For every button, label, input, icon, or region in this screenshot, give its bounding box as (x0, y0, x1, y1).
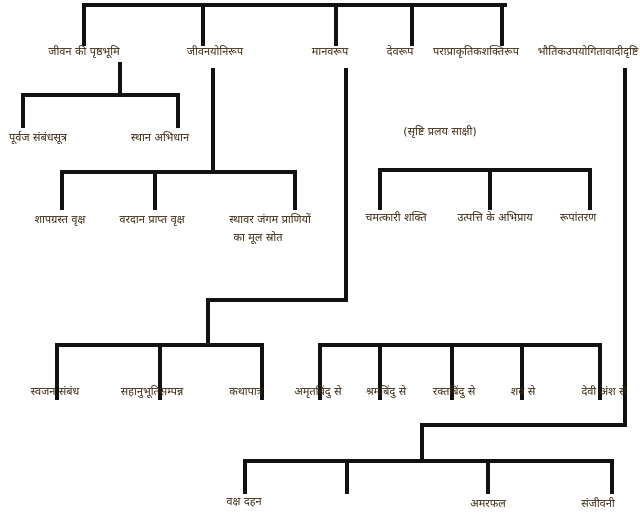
connector-line (118, 62, 122, 97)
node-shav: शव से (510, 385, 536, 398)
connector-line (60, 170, 64, 210)
connector-line (344, 68, 348, 302)
connector-line (153, 170, 157, 210)
connector-line (420, 423, 627, 427)
node-sthan: स्थान अभिधान (130, 131, 190, 144)
connector-line (588, 168, 592, 210)
connector-line (201, 3, 205, 46)
connector-line (206, 298, 348, 302)
connector-line (410, 3, 414, 46)
connector-line (293, 170, 297, 210)
connector-line (82, 3, 86, 46)
connector-line (60, 170, 297, 174)
connector-line (450, 343, 454, 400)
connector-line (420, 423, 424, 463)
node-chamatkari: चमत्कारी शक्ति (365, 211, 427, 224)
node-jeevanyoniroop: जीवनयोनिरूप (186, 45, 244, 58)
node-sthavar-line2: का मूल स्रोत (233, 231, 283, 244)
connector-line (318, 343, 322, 400)
connector-line (206, 298, 210, 347)
node-kathapatra: कथापात्र (229, 385, 263, 398)
node-shrambindu: श्रमबिंदु से (365, 385, 407, 398)
connector-line (55, 343, 59, 400)
node-purvaj: पूर्वज संबंधसूत्र (8, 131, 68, 144)
node-rupantaran: रूपांतरण (559, 211, 597, 224)
node-devi-ansh: देवी अंश से (581, 385, 627, 398)
node-amritbindu: अमृतबिंदु से (294, 385, 342, 398)
connector-line (378, 343, 382, 400)
node-utpatti: उत्पत्ति के अभिप्राय (457, 211, 533, 224)
connector-line (520, 343, 524, 400)
node-manavroop: मानवरूप (311, 45, 349, 58)
connector-line (158, 343, 162, 400)
connector-line (243, 459, 614, 463)
connector-line (500, 3, 504, 46)
connector-line (21, 93, 180, 97)
node-svajan: स्वजन संबंध (30, 385, 80, 398)
connector-line (623, 68, 627, 427)
node-paraprakritik: पराप्राकृतिकशक्तिरूप (432, 45, 520, 58)
connector-line (334, 3, 338, 46)
connector-line (260, 343, 264, 400)
connector-line (82, 3, 507, 7)
connector-line (598, 343, 602, 400)
node-vardan: वरदान प्राप्त वृक्ष (119, 213, 185, 226)
connector-line (211, 68, 215, 174)
connector-line (486, 459, 490, 494)
node-vaksh-dahan: वक्ष दहन (226, 495, 262, 508)
connector-line (610, 459, 614, 494)
node-raktbindu: रक्तबिंदु से (432, 385, 476, 398)
connector-line (176, 93, 180, 128)
connector-line (378, 168, 382, 210)
connector-line (243, 459, 247, 494)
node-amarphal: अमरफल (470, 497, 506, 510)
node-shapgrast: शापग्रस्त वृक्ष (34, 213, 86, 226)
connector-line (488, 168, 492, 210)
node-sanjeevani: संजीवनी (581, 497, 615, 510)
node-sthavar-line1: स्थावर जंगम प्राणियों (229, 213, 311, 226)
connector-line (378, 168, 592, 172)
connector-line (21, 93, 25, 128)
node-bhautik: भौतिकउपयोगितावादीदृष्टि (537, 45, 639, 58)
node-sahanubhuti: सहानुभूतिसम्पन्न (120, 385, 184, 398)
node-jeevan-ki-prishthabhumi: जीवन की पृष्ठभूमि (48, 45, 120, 58)
connector-line (318, 343, 602, 347)
annotation-srishti: (सृष्टि प्रलय साक्षी) (403, 125, 477, 138)
node-devroop: देवरूप (386, 45, 414, 58)
connector-line (345, 459, 349, 494)
